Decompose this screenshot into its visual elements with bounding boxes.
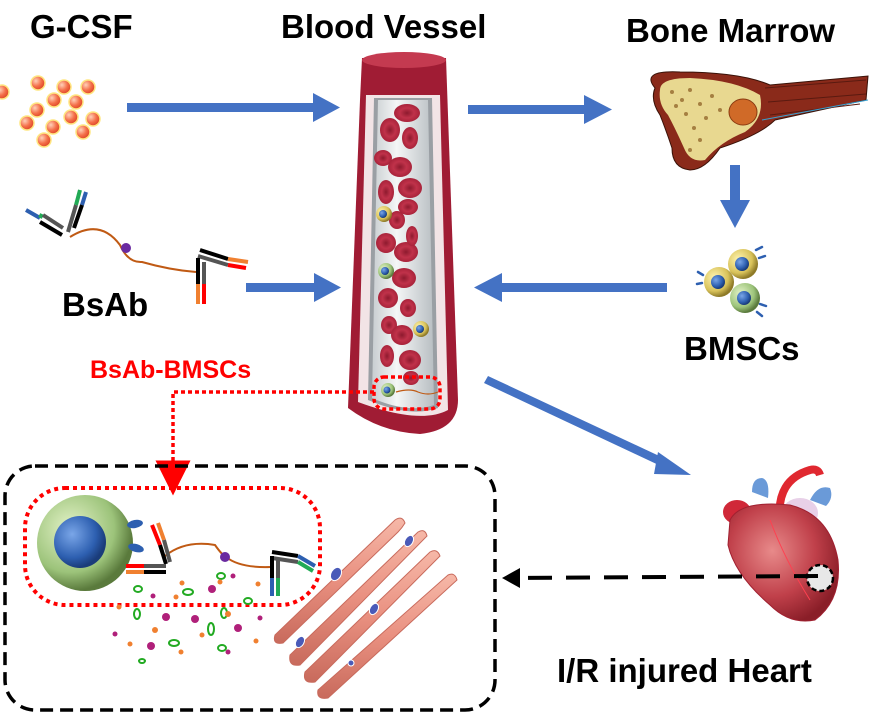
bmscs-label: BMSCs xyxy=(684,330,800,367)
flow-arrows xyxy=(127,93,750,475)
arrow-gcsf-to-vessel xyxy=(127,93,340,122)
bsab-molecule xyxy=(25,189,249,304)
rbc xyxy=(403,371,419,385)
rbc xyxy=(380,345,394,367)
gcsf-beads xyxy=(0,75,101,148)
gcsf-bead xyxy=(19,115,35,131)
rbc xyxy=(374,150,392,166)
rbc xyxy=(378,180,394,204)
nucleus xyxy=(54,516,106,568)
gcsf-bead xyxy=(75,124,91,140)
inset-box xyxy=(3,464,497,712)
bsab-bmsc-connector xyxy=(155,390,374,496)
gcsf-label: G-CSF xyxy=(30,8,133,45)
rbc xyxy=(380,118,400,142)
rbc xyxy=(402,127,418,149)
rbc xyxy=(406,226,418,246)
heart-illustration xyxy=(723,465,840,622)
rbc xyxy=(389,211,405,229)
arrow-bsab-to-vessel xyxy=(246,273,341,302)
bsab-label: BsAb xyxy=(62,286,149,323)
gcsf-bead xyxy=(68,94,84,110)
arrow-bone-marrow-to-bmscs xyxy=(720,165,750,228)
arrow-bmscs-to-vessel xyxy=(474,273,667,302)
gcsf-bead xyxy=(45,119,61,135)
rbc xyxy=(400,299,416,317)
bmscs-cluster xyxy=(695,245,768,318)
gcsf-bead xyxy=(85,111,101,127)
rbc xyxy=(392,268,416,288)
red-blood-cells xyxy=(374,104,422,385)
heart-label: I/R injured Heart xyxy=(557,652,812,689)
gcsf-bead xyxy=(80,79,96,95)
bone-marrow-illustration xyxy=(650,71,869,171)
rbc xyxy=(388,157,412,177)
gcsf-bead xyxy=(0,84,10,100)
rbc xyxy=(394,104,420,122)
secreted-factors xyxy=(112,572,263,664)
rbc xyxy=(398,199,418,215)
rbc xyxy=(394,242,418,262)
rbc xyxy=(376,233,396,253)
bsab-bmsc-inset-highlight xyxy=(23,486,322,607)
gcsf-bead xyxy=(29,102,45,118)
rbc xyxy=(378,288,398,308)
bone-marrow-label: Bone Marrow xyxy=(626,12,836,49)
arrow-vessel-to-bone-marrow xyxy=(468,95,612,124)
circulating-stem-cells xyxy=(376,206,439,397)
rbc xyxy=(391,325,413,345)
linker-bead xyxy=(121,243,131,253)
bsab-bmscs-label: BsAb-BMSCs xyxy=(90,356,252,384)
heart-to-inset-arrow xyxy=(502,568,819,588)
cardiomyocytes xyxy=(273,517,458,699)
blood-vessel-label: Blood Vessel xyxy=(281,8,487,45)
gcsf-bead xyxy=(36,132,52,148)
gcsf-bead xyxy=(56,79,72,95)
rbc xyxy=(398,178,422,198)
arrow-vessel-to-heart xyxy=(484,376,691,475)
inset-bsab-bmsc xyxy=(37,495,317,596)
blood-vessel-illustration xyxy=(348,52,458,434)
rbc xyxy=(399,350,421,370)
gcsf-bead xyxy=(63,109,79,125)
gcsf-bead xyxy=(46,92,62,108)
gcsf-bead xyxy=(30,75,46,91)
